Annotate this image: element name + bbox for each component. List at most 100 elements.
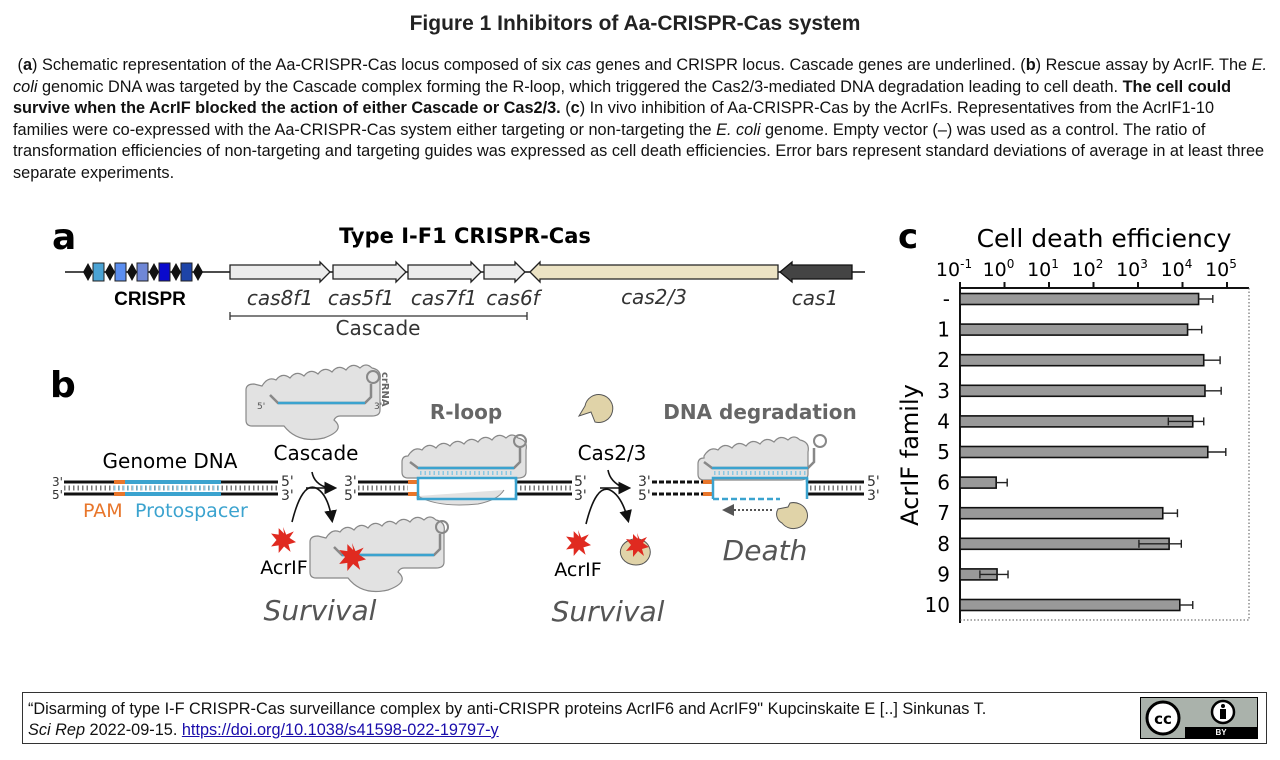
cas23-label: Cas2/3 — [578, 441, 647, 465]
dna-end-label: 3' — [52, 475, 63, 489]
gene-label-cas2-3: cas2/3 — [621, 285, 687, 309]
crispr-repeat — [193, 263, 203, 281]
citation-box: “Disarming of type I-F CRISPR-Cas survei… — [22, 692, 1267, 744]
bar — [959, 292, 1200, 306]
category-label: 10 — [925, 593, 950, 617]
crispr-repeat — [171, 263, 181, 281]
gene-label-cas1: cas1 — [792, 286, 838, 310]
pam-label: PAM — [83, 500, 123, 522]
death-label: Death — [723, 534, 808, 567]
caption-italic: E. coli — [716, 120, 761, 139]
doi-link[interactable]: https://doi.org/10.1038/s41598-022-19797… — [181, 721, 499, 739]
citation-title: “Disarming of type I-F CRISPR-Cas survei… — [28, 700, 987, 718]
gene-label-cas7f1: cas7f1 — [411, 286, 477, 310]
crispr-array — [83, 262, 203, 282]
caption-text: ) Rescue assay by AcrIF. The — [1035, 56, 1252, 74]
bar — [959, 537, 1170, 551]
dna-end-label: 5' — [638, 488, 651, 504]
dna-end-label: 5' — [52, 488, 63, 502]
caption-text: Schematic representation of the Aa-CRISP… — [37, 56, 566, 74]
cascade-bracket — [229, 312, 528, 320]
category-label: 9 — [937, 562, 950, 586]
crispr-repeat — [105, 263, 115, 281]
cc-by-license-badge[interactable]: cc BY — [1140, 697, 1258, 739]
chart-title: Cell death efficiency — [977, 224, 1232, 253]
x-tick-label: 102 — [1072, 257, 1104, 281]
degradation-complex — [652, 434, 864, 530]
x-tick-label: 104 — [1161, 257, 1193, 281]
inhibited-cas23 — [619, 533, 651, 566]
acrif-label-2: AcrIF — [554, 559, 601, 581]
category-label: - — [943, 287, 950, 311]
x-tick-label: 100 — [983, 257, 1015, 281]
x-tick-label: 10-1 — [936, 257, 972, 281]
panel-b-label: b — [50, 365, 76, 406]
figure-panels: a Type I-F1 CRISPR-Cas CRISPR cas8f1 cas… — [50, 217, 1250, 628]
dna-end-label: 5' — [344, 488, 357, 504]
gene-cas7f1 — [407, 260, 482, 284]
gene-label-cas5f1: cas5f1 — [328, 286, 394, 310]
genome-dna — [64, 480, 278, 496]
caption-text: genome. Empty vector (–) was used as a c… — [13, 120, 1265, 182]
cas23-degrading-icon — [776, 502, 808, 530]
gene-cas1 — [778, 260, 853, 284]
bar — [959, 598, 1181, 612]
bar — [959, 445, 1209, 459]
inhibited-cascade — [309, 516, 449, 593]
bar — [959, 353, 1205, 367]
crispr-spacer — [92, 262, 105, 282]
figure-caption: (a) Schematic representation of the Aa-C… — [13, 56, 1267, 182]
caption-label-c: c — [570, 99, 580, 117]
gene-cas6f — [483, 260, 526, 284]
cascade-bracket-label: Cascade — [336, 316, 421, 340]
caption-bold-text: The cell could survive when the AcrIF bl… — [13, 77, 1232, 118]
cas23-protein-icon — [577, 394, 614, 423]
dna-end-label: 3' — [638, 474, 651, 490]
crrna-end-label: 5' — [257, 402, 265, 412]
gene-cas5f1 — [332, 260, 407, 284]
acrif-star-icon — [271, 527, 296, 553]
caption-label-b: b — [1025, 56, 1036, 74]
bar — [959, 476, 997, 489]
survival-label-1: Survival — [264, 594, 377, 627]
inhibition-arrow — [585, 488, 632, 525]
license-label: BY — [1185, 727, 1257, 738]
cascade-complex: 5' 3' crRNA — [245, 364, 390, 441]
dna-end-label: 3' — [281, 488, 294, 504]
x-tick-label: 105 — [1205, 257, 1237, 281]
caption-label-a: a — [22, 56, 33, 74]
caption-italic: cas — [565, 56, 592, 74]
caption-text: genes and CRISPR locus. Cascade genes ar… — [591, 56, 1026, 74]
svg-text:cc: cc — [1154, 710, 1172, 728]
caption-italic: E. coli — [13, 56, 1267, 96]
survival-label-2: Survival — [552, 595, 665, 628]
crispr-spacer — [114, 262, 127, 282]
dna-end-label: 5' — [281, 474, 294, 490]
gene-cas8f1 — [229, 260, 331, 284]
citation-journal: Sci Rep — [28, 721, 86, 739]
crrna-label: crRNA — [379, 372, 390, 407]
category-label: 6 — [937, 471, 950, 495]
caption-text: ( — [560, 99, 571, 117]
crispr-spacer — [180, 262, 193, 282]
panel-b: b Genome DNA 3' 5' 5' 3' PAM Protospacer… — [50, 364, 880, 628]
bar — [959, 415, 1194, 428]
inhibition-arrow — [291, 486, 337, 524]
panel-a-title: Type I-F1 CRISPR-Cas — [339, 224, 591, 248]
caption-text: ) In vivo inhibition of Aa-CRISPR-Cas by… — [13, 99, 1215, 139]
y-axis-label: AcrIF family — [896, 384, 924, 526]
binding-arrow — [311, 471, 329, 489]
cascade-label: Cascade — [274, 441, 359, 465]
bar — [959, 323, 1189, 336]
crispr-label: CRISPR — [114, 289, 186, 310]
category-label: 3 — [937, 379, 950, 403]
caption-text: genomic DNA was targeted by the Cascade … — [37, 77, 1123, 96]
panel-a: a Type I-F1 CRISPR-Cas CRISPR cas8f1 cas… — [52, 217, 865, 340]
gene-label-cas8f1: cas8f1 — [247, 286, 313, 310]
rloop-complex — [358, 434, 572, 506]
citation-date: 2022-09-15. — [85, 721, 182, 739]
gene-label-cas6f: cas6f — [486, 286, 542, 310]
dna-end-label: 3' — [867, 488, 880, 504]
